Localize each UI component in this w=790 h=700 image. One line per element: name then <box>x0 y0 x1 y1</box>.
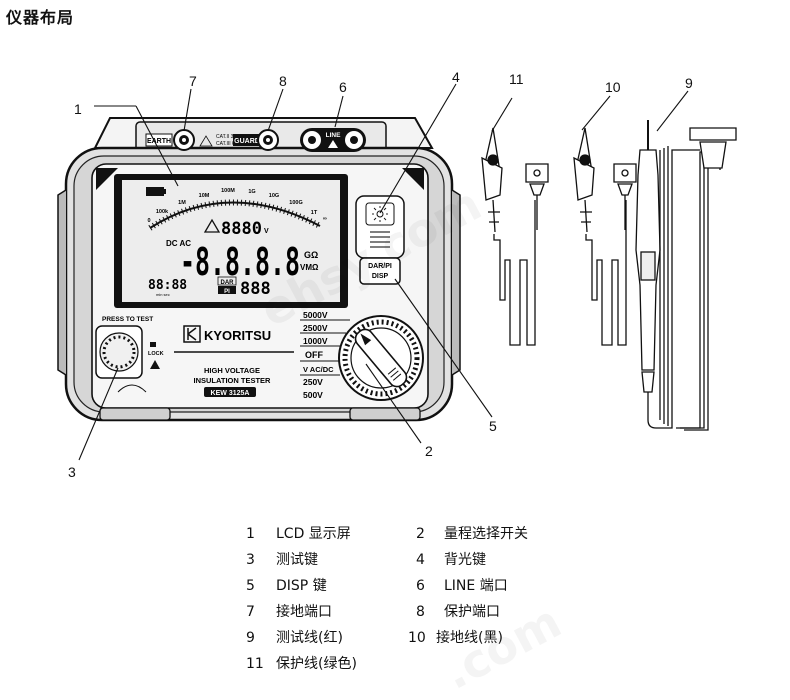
backlight-button[interactable] <box>355 195 405 259</box>
callout-6: 6 <box>339 79 347 95</box>
callout-8: 8 <box>279 73 287 89</box>
lock-icon <box>150 342 156 347</box>
lcd-display: 0 100k 1M 10M 100M 1G 10G 100G 1T ∞ 8880… <box>114 174 348 308</box>
cat-rating: CAT.II 300V CAT.III 600V <box>199 134 244 147</box>
lock-label: LOCK <box>148 351 164 357</box>
scale-tick: 1G <box>248 189 255 195</box>
guard-lead <box>481 127 549 346</box>
svg-text:CAT.II 300V: CAT.II 300V <box>216 134 243 140</box>
callout-2: 2 <box>425 443 433 459</box>
line-terminal[interactable]: LINE <box>300 128 366 152</box>
callout-1: 1 <box>74 101 82 117</box>
range-labels: 5000V 2500V 1000V OFF V AC/DC 250V 500V <box>300 310 350 400</box>
range-off: OFF <box>305 350 323 360</box>
callout-leaders <box>78 83 689 461</box>
earth-lead <box>573 127 637 346</box>
press-to-test-label: PRESS TO TEST <box>102 316 153 323</box>
guard-terminal[interactable]: GUARD <box>233 129 279 151</box>
callout-10: 10 <box>605 79 621 95</box>
range-selector-knob[interactable] <box>338 315 424 401</box>
callout-5: 5 <box>489 418 497 434</box>
test-probe-lead <box>635 120 737 431</box>
disp-label-1: DAR/PI <box>368 263 392 270</box>
watermark: .com <box>435 594 570 700</box>
lcd-dar: DAR <box>221 280 235 286</box>
lcd-timer-units: min sec <box>156 292 170 297</box>
callout-3: 3 <box>68 464 76 480</box>
svg-text:CAT.III 600V: CAT.III 600V <box>216 141 244 147</box>
callout-11: 11 <box>509 71 524 87</box>
line-label: LINE <box>326 132 341 139</box>
scale-tick: 100M <box>221 188 235 194</box>
scale-tick: 1M <box>178 200 186 206</box>
lcd-small-digits: 8880 <box>221 219 262 239</box>
callout-7: 7 <box>189 73 197 89</box>
range-500v: 500V <box>303 390 323 400</box>
scale-tick: 100G <box>289 200 302 206</box>
scale-tick: 1T <box>311 210 318 216</box>
lcd-dar-digits: 888 <box>240 279 271 299</box>
range-250v: 250V <box>303 377 323 387</box>
lcd-pi: PI <box>224 289 230 295</box>
scale-tick: 10G <box>269 193 279 199</box>
guard-label: GUARD <box>234 138 260 145</box>
model-line-1: HIGH VOLTAGE <box>204 366 260 375</box>
scale-tick: 0 <box>147 218 150 224</box>
scale-tick: ∞ <box>323 216 327 222</box>
range-5000v: 5000V <box>303 310 328 320</box>
model-badge: KEW 3125A <box>211 390 250 397</box>
range-2500v: 2500V <box>303 323 328 333</box>
range-vacdc: V AC/DC <box>303 365 334 374</box>
callout-4: 4 <box>452 69 460 85</box>
lcd-small-unit: V <box>264 228 269 235</box>
range-1000v: 1000V <box>303 336 328 346</box>
scale-tick: 10M <box>199 193 210 199</box>
test-button[interactable]: PRESS TO TEST LOCK <box>95 316 164 393</box>
lcd-unit-bottom: VMΩ <box>300 263 319 272</box>
lcd-unit-top: GΩ <box>304 250 318 260</box>
model-line-2: INSULATION TESTER <box>194 376 272 385</box>
lcd-dc-ac: DC AC <box>166 239 191 248</box>
lcd-timer: 88:88 <box>148 278 187 293</box>
earth-label: EARTH <box>147 138 171 145</box>
disp-label-2: DISP <box>372 273 389 280</box>
disp-button[interactable]: DAR/PI DISP <box>359 257 401 285</box>
callout-numbers: 1 7 8 6 4 11 10 9 5 2 3 <box>68 69 693 480</box>
instrument-diagram: EARTH CAT.II 300V CAT.III 600V GUARD LIN… <box>57 69 737 480</box>
backlight-icon <box>372 206 388 222</box>
page-title: 仪器布局 <box>6 8 75 27</box>
brand-area: KYORITSU HIGH VOLTAGE INSULATION TESTER … <box>174 325 294 397</box>
brand-name: KYORITSU <box>204 328 271 343</box>
scale-tick: 100k <box>156 209 169 215</box>
lcd-main-digits: -8.8.8.8 <box>180 240 300 284</box>
callout-9: 9 <box>685 75 693 91</box>
